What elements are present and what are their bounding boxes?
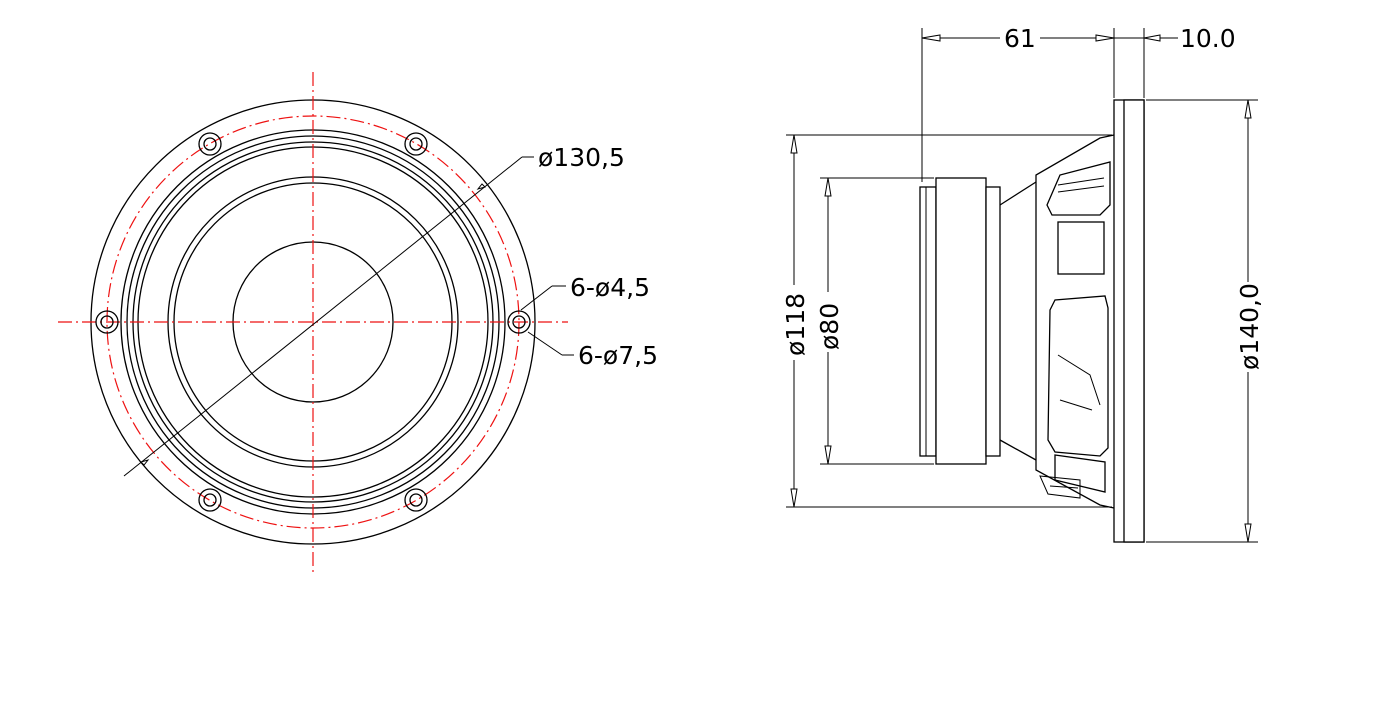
magnet-inner-label: ø80	[815, 303, 844, 350]
leader-arrow	[140, 459, 150, 466]
hole-outer-leader	[527, 331, 563, 356]
hole-inner-label: 6-ø4,5	[570, 273, 650, 302]
hole-inner-leader	[520, 285, 553, 311]
mount-hole	[198, 132, 222, 156]
dim-arrow	[921, 34, 941, 42]
basket-to-magnet-bottom	[999, 439, 1037, 461]
dim-arrow	[824, 445, 832, 465]
basket-window-detail	[1057, 354, 1101, 411]
flange-thickness-label: 10.0	[1180, 24, 1236, 53]
magnet-front-plate	[919, 186, 937, 457]
mount-hole	[95, 310, 119, 334]
dim-arrow	[1244, 523, 1252, 543]
mount-hole	[507, 310, 531, 334]
dim-arrow	[824, 177, 832, 197]
mount-diameter-leader	[123, 156, 523, 477]
basket-slot-bottom	[1054, 454, 1106, 493]
hole-outer-label: 6-ø7,5	[578, 341, 658, 370]
magnet-body	[935, 177, 987, 465]
flange-inner	[1123, 99, 1145, 543]
basket-window-lower	[1047, 295, 1109, 457]
dim-arrow	[790, 134, 798, 154]
mount-circle-label: ø130,5	[538, 143, 625, 172]
basket-slot-top	[1046, 161, 1111, 216]
basket-slot-top-inner	[1057, 177, 1105, 193]
mount-hole	[404, 488, 428, 512]
dim-arrow	[1244, 99, 1252, 119]
magnet-outer-label: ø118	[781, 293, 810, 356]
dim-arrow	[790, 488, 798, 508]
terminal-tab	[1039, 475, 1081, 499]
mount-hole	[198, 488, 222, 512]
basket-window-upper	[1057, 221, 1105, 275]
outer-diameter-label: ø140,0	[1235, 283, 1264, 370]
mount-hole	[404, 132, 428, 156]
front-view: ø130,5 6-ø4,5 6-ø7,5	[58, 72, 658, 572]
leader-arrow	[476, 183, 486, 190]
magnet-back-plate	[985, 186, 1001, 457]
basket-outline	[1035, 134, 1115, 509]
dim-arrow	[1095, 34, 1115, 42]
mount-holes	[95, 132, 531, 512]
depth-label: 61	[1004, 24, 1036, 53]
basket-to-magnet-top	[999, 181, 1037, 206]
dim-arrow	[1143, 34, 1161, 42]
side-view: 61 10.0 ø118 ø80 ø140,0	[781, 24, 1264, 543]
